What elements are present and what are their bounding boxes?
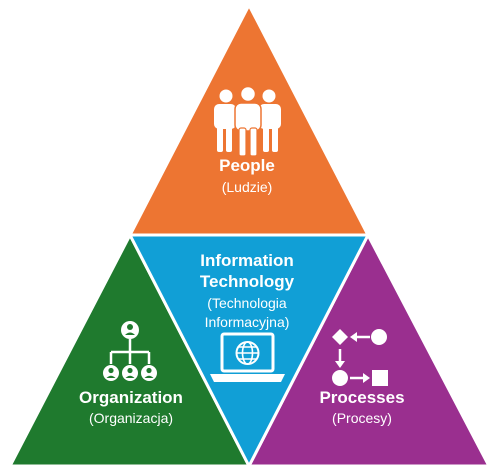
processes-subtitle: (Procesy) xyxy=(332,410,392,426)
people-subtitle: (Ludzie) xyxy=(221,179,273,195)
laptop-globe-icon xyxy=(210,332,285,382)
group-of-people-icon xyxy=(214,85,281,157)
process-flow-icon xyxy=(332,329,388,386)
technology-subtitle-line1: (Technologia xyxy=(207,295,287,311)
processes-title: Processes xyxy=(319,388,405,407)
organization-subtitle: (Organizacja) xyxy=(88,410,174,426)
technology-title-line1: Information xyxy=(200,251,294,270)
people-title: People xyxy=(219,156,275,175)
org-chart-icon xyxy=(103,321,157,381)
technology-title-line2: Technology xyxy=(199,272,295,291)
technology-subtitle-line2: Informacyjna) xyxy=(204,314,290,330)
technology-triangle xyxy=(127,233,371,470)
organization-title: Organization xyxy=(79,388,183,407)
